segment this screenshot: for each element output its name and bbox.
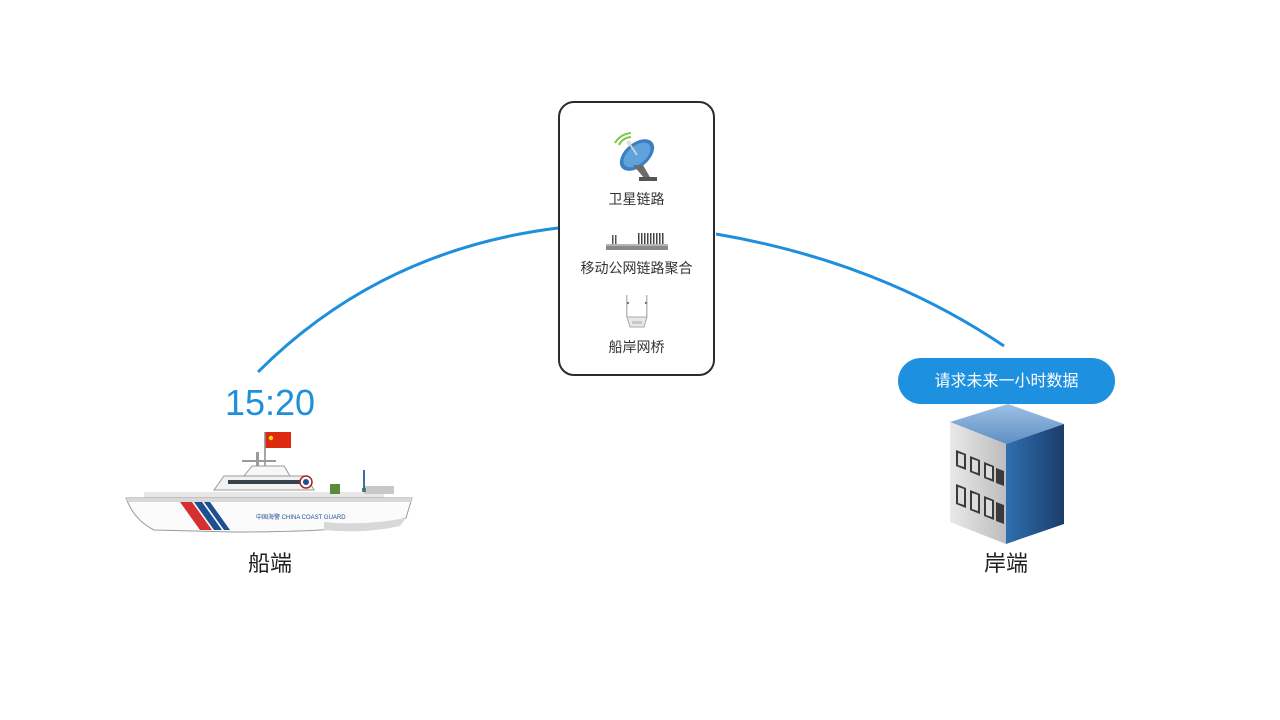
ship-label: 船端 bbox=[247, 552, 292, 577]
ship-hull-text: 中国海警 CHINA COAST GUARD bbox=[256, 513, 346, 521]
satellite-link-item[interactable]: 卫星链路 bbox=[560, 131, 713, 208]
router-icon bbox=[605, 233, 668, 250]
satellite-link-label: 卫星链路 bbox=[608, 192, 665, 208]
mobile-aggregation-label: 移动公网链路聚合 bbox=[580, 261, 693, 277]
building-icon bbox=[950, 404, 1064, 544]
time-display: 15:20 bbox=[224, 382, 316, 423]
shore-label: 岸端 bbox=[983, 552, 1028, 577]
ship-link-arc bbox=[256, 226, 559, 374]
link-options-panel: 卫星链路 移动公网链路聚合 bbox=[558, 101, 715, 376]
mobile-aggregation-item[interactable]: 移动公网链路聚合 bbox=[560, 231, 713, 277]
network-bridge-label: 船岸网桥 bbox=[608, 340, 665, 356]
request-next-hour-data-button[interactable]: 请求未来一小时数据 bbox=[898, 358, 1115, 404]
network-bridge-icon bbox=[625, 295, 648, 328]
network-bridge-item[interactable]: 船岸网桥 bbox=[560, 293, 713, 356]
satellite-dish-icon bbox=[613, 132, 657, 181]
shore-link-arc bbox=[715, 232, 1005, 348]
coast-guard-ship-icon: 中国海警 CHINA COAST GUARD bbox=[125, 432, 413, 533]
